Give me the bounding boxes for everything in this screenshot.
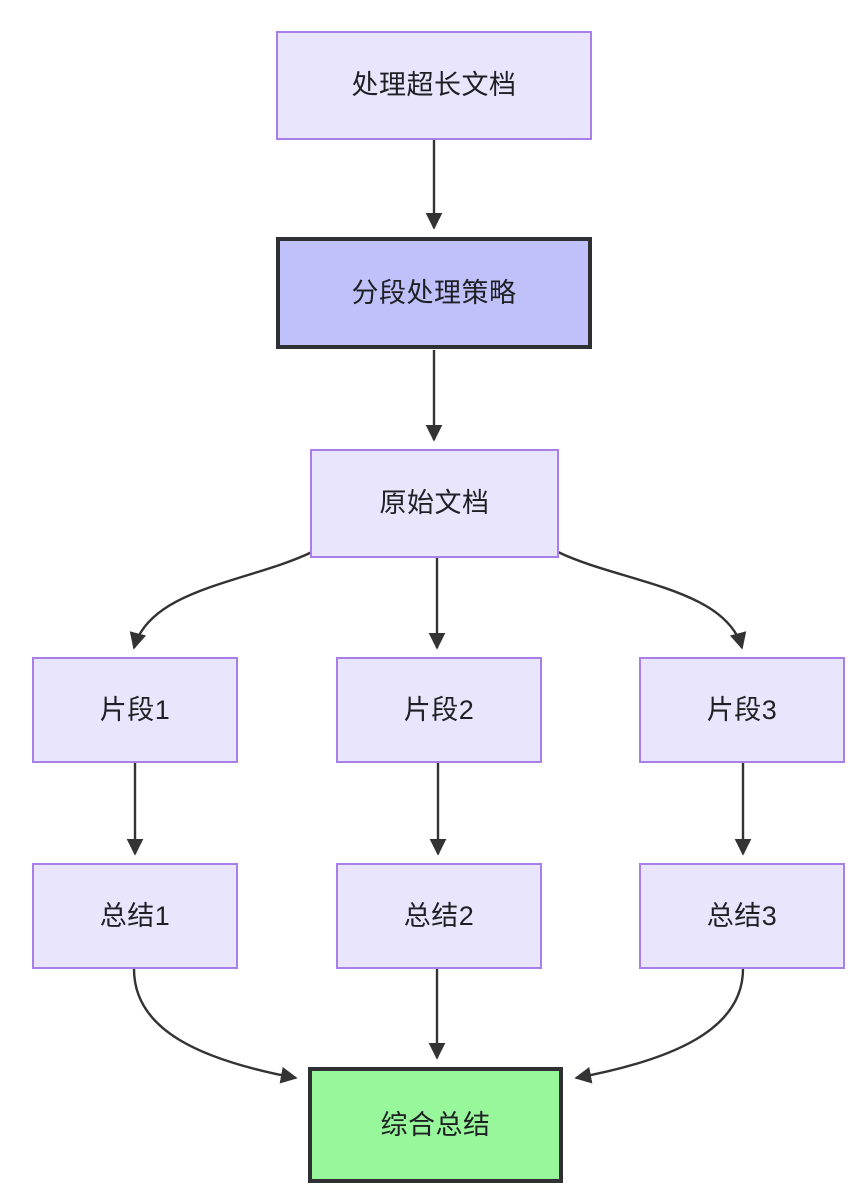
edge-source-to-chunk1 (129, 550, 313, 650)
node-final-summary-label: 综合总结 (380, 1109, 491, 1140)
node-chunk-2-label: 片段2 (403, 694, 475, 725)
node-chunk-3-label: 片段3 (706, 694, 778, 725)
node-summary-3[interactable]: 总结3 (639, 863, 845, 969)
edge-sum1-to-final (132, 968, 298, 1084)
edge-sum3-to-final (574, 968, 745, 1084)
node-summary-1-label: 总结1 (99, 900, 171, 931)
node-strategy[interactable]: 分段处理策略 (276, 237, 592, 349)
node-source-document[interactable]: 原始文档 (310, 449, 559, 558)
node-summary-3-label: 总结3 (706, 900, 778, 931)
node-root[interactable]: 处理超长文档 (276, 31, 592, 140)
node-summary-1[interactable]: 总结1 (32, 863, 238, 969)
node-chunk-3[interactable]: 片段3 (639, 657, 845, 763)
node-summary-2[interactable]: 总结2 (336, 863, 542, 969)
node-chunk-1-label: 片段1 (99, 694, 171, 725)
node-source-document-label: 原始文档 (379, 488, 490, 519)
node-chunk-1[interactable]: 片段1 (32, 657, 238, 763)
node-chunk-2[interactable]: 片段2 (336, 657, 542, 763)
node-summary-2-label: 总结2 (403, 900, 475, 931)
node-strategy-label: 分段处理策略 (351, 277, 517, 308)
node-final-summary[interactable]: 综合总结 (308, 1067, 563, 1183)
edge-source-to-chunk3 (557, 550, 747, 650)
node-root-label: 处理超长文档 (351, 70, 517, 101)
